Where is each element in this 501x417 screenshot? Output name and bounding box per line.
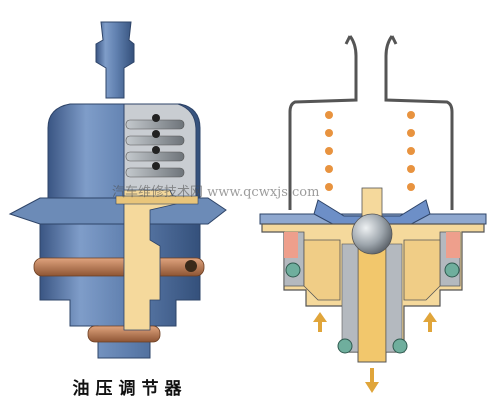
watermark-text: 汽车维修技术网 www.qcwxjs.com	[112, 184, 319, 200]
ball-valve	[351, 213, 393, 255]
seal-left	[284, 232, 298, 258]
fuel-inlet-arrow-left	[313, 312, 327, 332]
return-tube	[357, 239, 387, 363]
o-rings	[285, 262, 460, 354]
vacuum-port-outline	[288, 35, 454, 210]
fuel-return-arrow	[365, 368, 379, 393]
return-tube-wall-r	[385, 243, 403, 353]
regulator-cross-section	[259, 35, 487, 393]
fuel-chamber-right	[403, 239, 441, 301]
return-tube-wall-l	[341, 243, 359, 353]
spring-section-dots	[325, 111, 415, 191]
diagram-caption: 油压调节器	[72, 379, 188, 399]
seal-right	[446, 232, 460, 258]
spring-coils	[125, 114, 185, 178]
copper-ring-upper	[33, 257, 205, 277]
fuel-chamber-left	[303, 239, 341, 301]
diaphragm-plate	[115, 195, 199, 205]
fuel-inlet-arrow-right	[423, 312, 437, 332]
o-ring-left	[185, 260, 197, 272]
cutaway-window	[123, 103, 197, 199]
valve-stem	[361, 187, 383, 217]
vacuum-nozzle	[95, 21, 135, 99]
regulator-exterior-cutaway	[8, 21, 227, 359]
